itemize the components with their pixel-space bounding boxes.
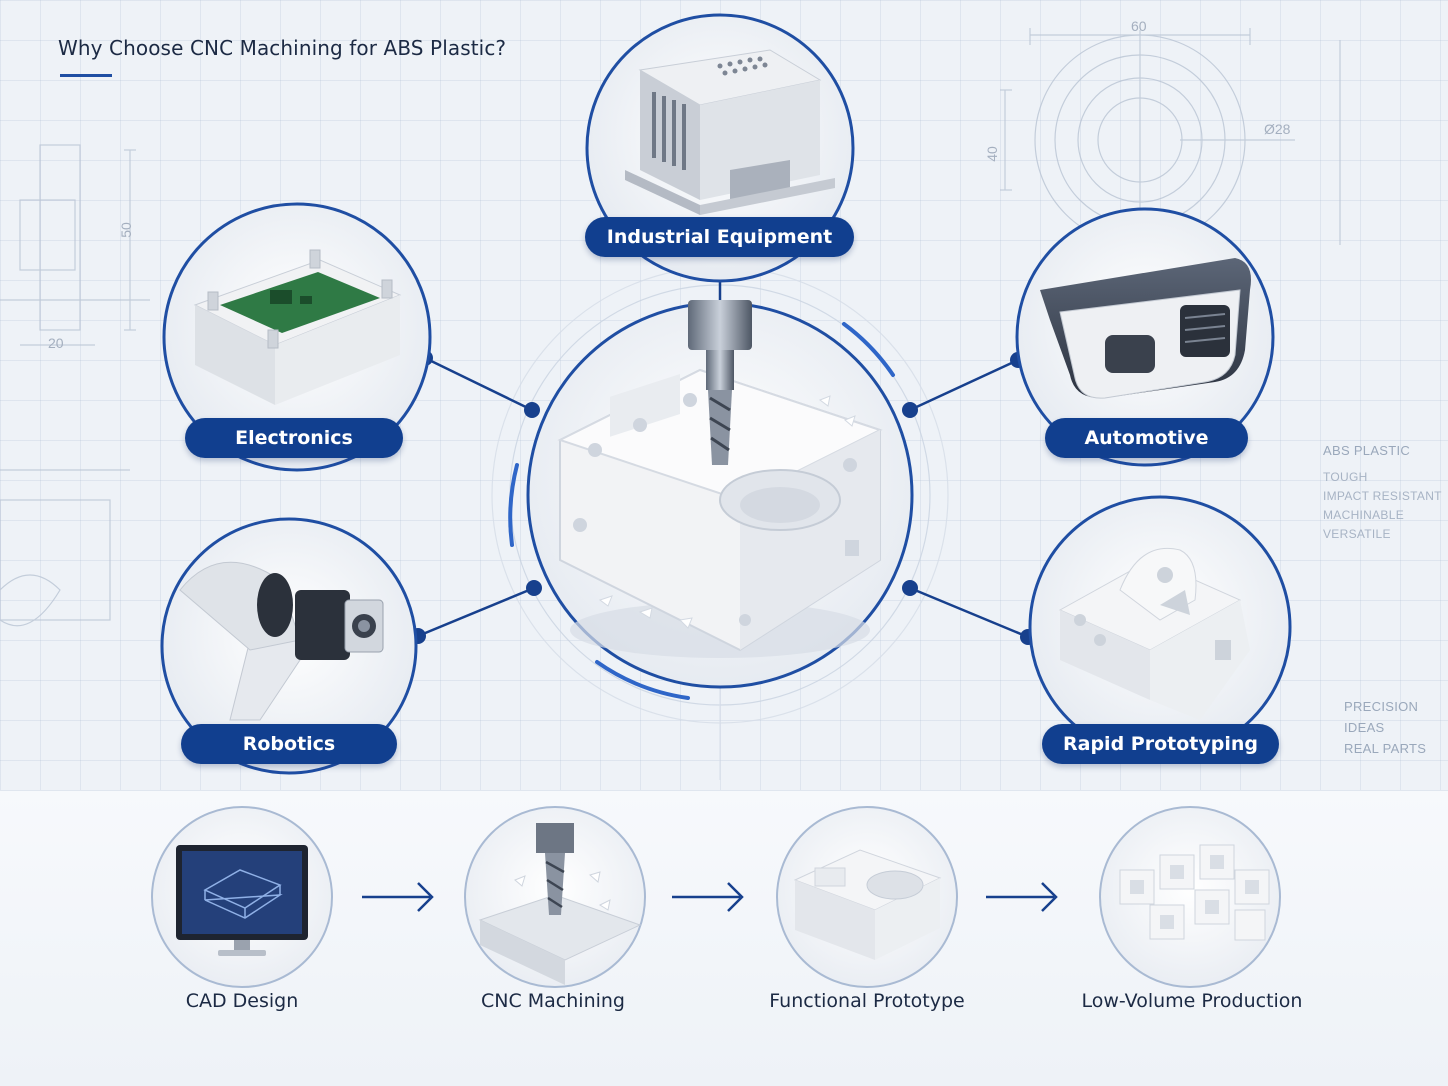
rapid-prototyping-label: Rapid Prototyping — [1042, 724, 1279, 764]
connector-automotive — [909, 358, 1019, 412]
center-part-illustration — [557, 300, 883, 658]
step-label-production: Low-Volume Production — [1081, 990, 1303, 1012]
title-underline — [60, 74, 112, 77]
robotic-arm-illustration — [179, 561, 384, 721]
page-title: Why Choose CNC Machining for ABS Plastic… — [58, 36, 507, 60]
step-label-prototype: Functional Prototype — [769, 990, 965, 1012]
side-note-motto: IDEAS — [1344, 720, 1385, 735]
blueprint-drawings — [0, 28, 1341, 780]
side-note-property: IMPACT RESISTANT — [1323, 489, 1442, 503]
side-note-heading: ABS PLASTIC — [1323, 443, 1411, 458]
automotive-label: Automotive — [1045, 418, 1248, 458]
step-label-cnc: CNC Machining — [480, 990, 625, 1012]
side-note-motto: PRECISION — [1344, 699, 1419, 714]
industrial-equipment-illustration — [625, 49, 835, 215]
connector-robotics — [417, 586, 535, 638]
side-note-property: TOUGH — [1323, 470, 1368, 484]
side-note-motto: REAL PARTS — [1344, 741, 1427, 756]
automotive-vent-illustration — [1040, 258, 1251, 399]
electronics-label: Electronics — [185, 418, 403, 458]
application-diagram — [160, 13, 1292, 775]
dim-top-width: 60 — [1131, 18, 1147, 34]
connector-prototyping — [909, 586, 1029, 639]
dim-left-width: 20 — [48, 335, 64, 351]
prototype-bracket-illustration — [1058, 547, 1250, 720]
process-band-background — [0, 790, 1448, 1086]
step-label-cad: CAD Design — [185, 990, 299, 1012]
side-note-property: MACHINABLE — [1323, 508, 1405, 522]
connector-electronics — [424, 356, 533, 412]
side-note-property: VERSATILE — [1323, 527, 1391, 541]
dim-diameter: Ø28 — [1264, 121, 1291, 137]
industrial-equipment-label: Industrial Equipment — [585, 217, 854, 257]
robotics-label: Robotics — [181, 724, 397, 764]
electronics-enclosure-illustration — [193, 249, 402, 405]
